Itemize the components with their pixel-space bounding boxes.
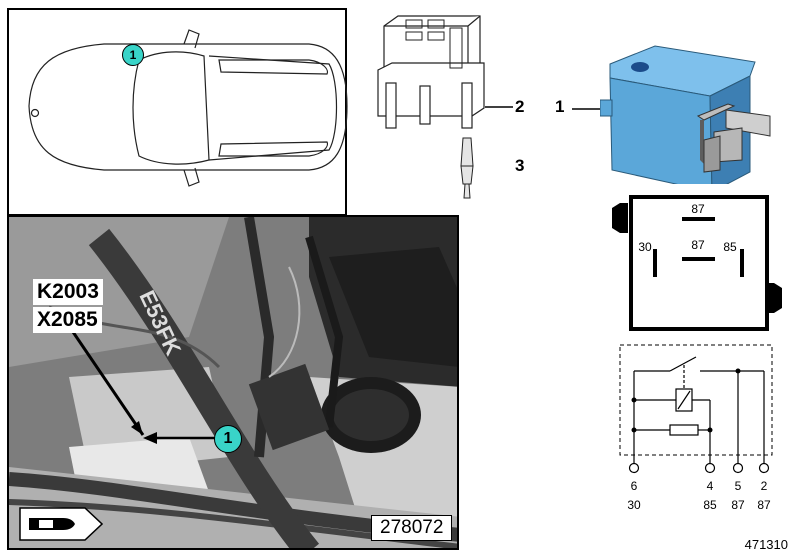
- part-leader-lines: [485, 106, 513, 108]
- vehicle-location-panel: 1: [7, 8, 348, 216]
- engine-bay-photo-panel: E53FK K2003 X2085 1 278072: [7, 215, 459, 550]
- relay-socket-drawing: [377, 15, 485, 129]
- engine-bay-photo: E53FK: [9, 217, 457, 548]
- pinout-center-label: 87: [691, 238, 705, 252]
- car-outline-drawing: [28, 29, 348, 187]
- relay-wiring-schematic: 6 4 5 2 30 85 87 87: [619, 344, 773, 512]
- schematic-terminal-label: 85: [703, 498, 717, 512]
- terminal-part-number: 3: [515, 156, 525, 175]
- relay-drawing: [600, 45, 771, 184]
- photo-image-number: 278072: [371, 515, 453, 541]
- pinout-left-label: 30: [638, 240, 652, 254]
- relay-id-label: K2003: [33, 279, 103, 305]
- schematic-pin-number: 6: [631, 479, 638, 493]
- car-badge-icon: [19, 507, 103, 541]
- relay-part-number: 1: [555, 97, 565, 116]
- schematic-terminal-label: 30: [627, 498, 641, 512]
- schematic-pin-number: 5: [735, 479, 742, 493]
- connector-id-label: X2085: [33, 307, 102, 333]
- relay-pinout-diagram: 87 87 30 85: [612, 195, 782, 331]
- schematic-pin-number: 2: [761, 479, 768, 493]
- car-location-callout: 1: [122, 44, 144, 66]
- photo-callout: 1: [214, 425, 242, 453]
- pinout-right-label: 85: [723, 240, 737, 254]
- schematic-pin-number: 4: [707, 479, 714, 493]
- schematic-terminal-label: 87: [731, 498, 745, 512]
- socket-part-number: 2: [515, 97, 525, 116]
- relay-terminal-drawing: [460, 137, 474, 199]
- document-number: 471310: [744, 537, 788, 552]
- pinout-top-label: 87: [691, 202, 705, 216]
- schematic-terminal-label: 87: [757, 498, 771, 512]
